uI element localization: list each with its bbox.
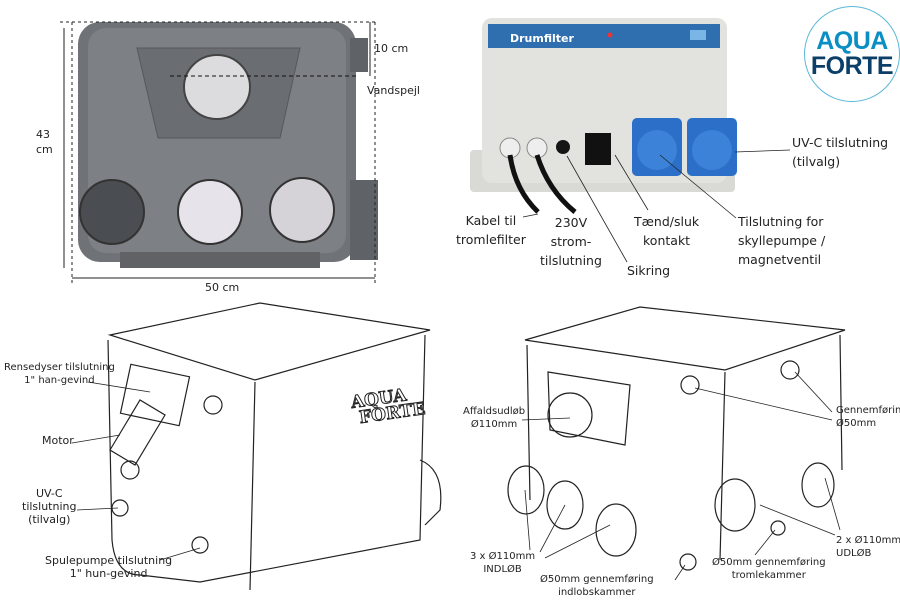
dimension-lines [60,21,376,285]
filter-side-sketch [107,302,442,591]
height-value: 43 [36,128,50,141]
water-level-offset: 10 cm [374,42,409,55]
control-box-photo: Drumfilter [470,18,737,214]
logo-text-aqua: AQUA [816,27,888,55]
width-label: 50 cm [205,281,240,294]
filter-box-render [78,22,378,268]
label-uvc-outlet: UV-C tilslutning(tilvalg) [792,135,889,169]
height-unit: cm [36,143,53,156]
label-passthrough: GennemføringØ50mm [836,405,900,429]
label-fuse: Sikring [627,263,671,278]
callout-lines [71,149,841,581]
filter-rear-sketch [507,306,846,571]
panel-title: Drumfilter [510,32,574,45]
label-motor: Motor [42,434,74,447]
water-level-label: Vandspejl [367,84,420,97]
aquaforte-logo: AQUA FORTE [804,6,900,102]
logo-text-forte: FORTE [810,52,894,80]
